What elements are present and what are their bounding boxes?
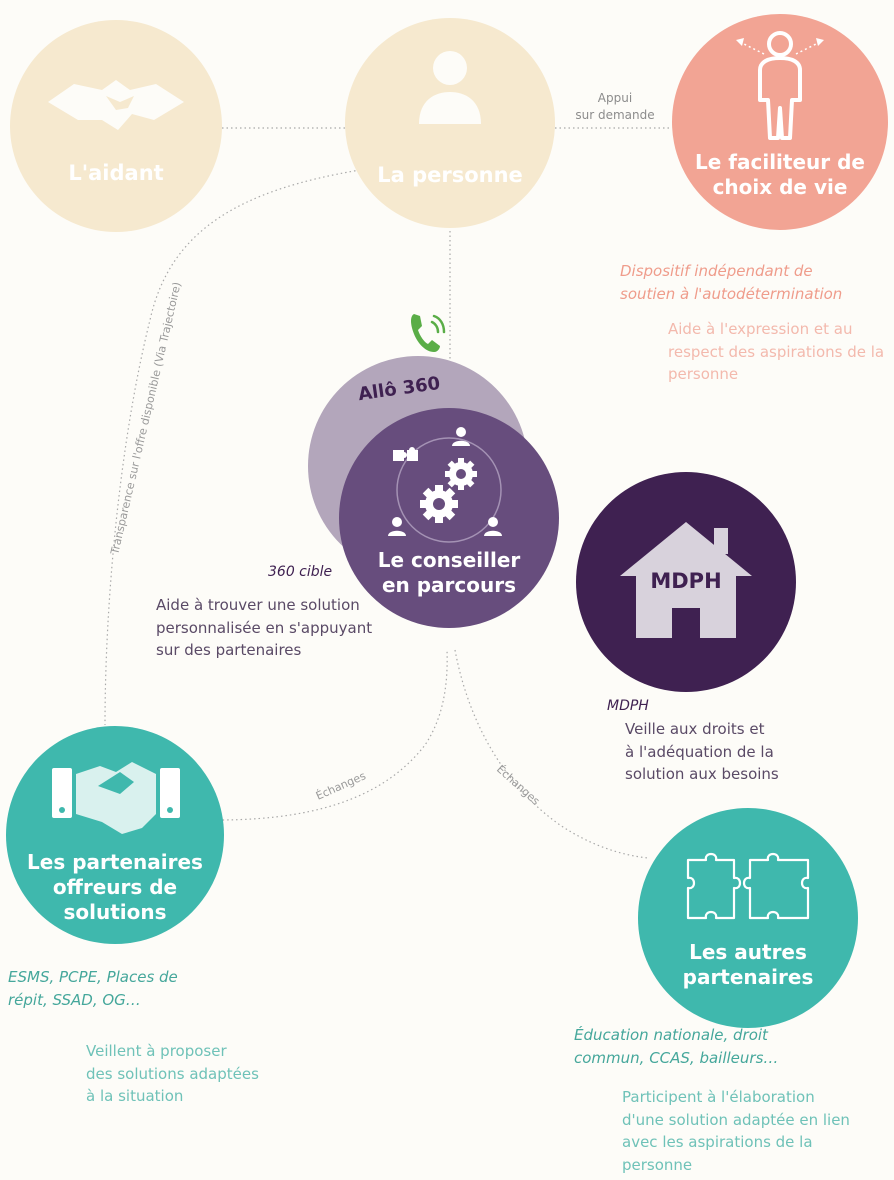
facilitateur-subtitle: Dispositif indépendant de soutien à l'au…	[620, 262, 843, 303]
phone-icon	[411, 314, 446, 352]
appui-label: Appui sur demande	[572, 90, 658, 124]
user-icon	[452, 427, 470, 446]
conseiller-node[interactable]: Le conseiller en parcours	[339, 408, 559, 628]
autres-partenaires-description: Participent à l'élaboration d'une soluti…	[622, 1088, 850, 1174]
mdph-node[interactable]: MDPH	[576, 472, 796, 692]
mdph-label: MDPH	[650, 569, 722, 593]
puzzle-icon	[686, 852, 810, 920]
partenaires-offreurs-label: Les partenaires offreurs de solutions	[27, 850, 203, 924]
echanges-right-label: Échanges	[494, 763, 542, 808]
conseiller-icons	[388, 427, 502, 543]
mdph-subtitle: MDPH	[607, 698, 649, 714]
partenaires-offreurs-subtitle: ESMS, PCPE, Places de répit, SSAD, OG…	[8, 968, 178, 1009]
conseiller-label: Le conseiller en parcours	[377, 548, 521, 597]
transparence-label: Transparence sur l'offre disponible (Via…	[108, 281, 184, 557]
allo360-label: Allô 360	[356, 372, 442, 406]
aidant-label: L'aidant	[68, 161, 164, 185]
transparence-link	[104, 169, 361, 726]
aidant-node[interactable]: L'aidant	[10, 20, 222, 232]
conseiller-subtitle: 360 cible	[268, 564, 333, 580]
partenaires-offreurs-description: Veillent à proposer des solutions adapté…	[86, 1042, 259, 1105]
user-icon	[419, 51, 481, 124]
echanges-right-link	[454, 649, 649, 859]
autres-partenaires-label: Les autres partenaires	[682, 940, 814, 989]
autres-partenaires-node[interactable]: Les autres partenaires	[638, 808, 858, 1028]
echanges-left-label: Échanges	[314, 769, 368, 803]
handshake-icon	[48, 80, 184, 130]
person-outline-icon	[736, 31, 824, 140]
handshake-icon	[52, 762, 180, 834]
facilitateur-node[interactable]: Le faciliteur de choix de vie	[672, 14, 888, 230]
echanges-left-link	[217, 649, 448, 821]
conseiller-description: Aide à trouver une solution personnalisé…	[156, 596, 373, 659]
autres-partenaires-subtitle: Éducation nationale, droit commun, CCAS,…	[574, 1026, 779, 1067]
personne-label: La personne	[377, 163, 523, 187]
partenaires-offreurs-node[interactable]: Les partenaires offreurs de solutions	[6, 726, 224, 944]
puzzle-icon	[393, 447, 418, 461]
user-icon	[388, 517, 406, 536]
facilitateur-label: Le faciliteur de choix de vie	[695, 150, 865, 199]
facilitateur-description: Aide à l'expression et au respect des as…	[668, 320, 885, 383]
house-icon	[620, 522, 752, 638]
personne-node[interactable]: La personne	[345, 18, 555, 228]
mdph-description: Veille aux droits et à l'adéquation de l…	[625, 720, 779, 783]
user-icon	[484, 517, 502, 536]
